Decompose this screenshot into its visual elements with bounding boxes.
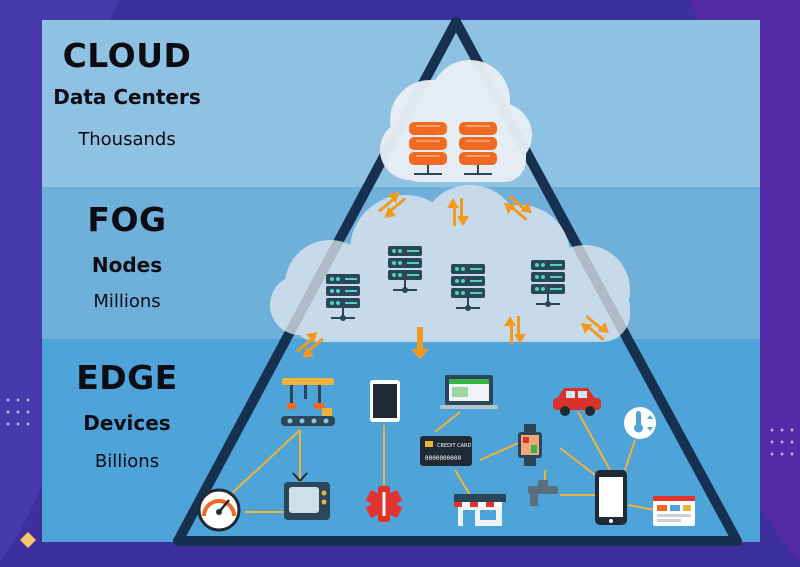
medical-star-of-life-icon	[366, 486, 402, 522]
sparkle-decoration	[20, 532, 36, 548]
fog-tier-count: Millions	[93, 291, 161, 312]
background-dots	[6, 398, 794, 456]
car-icon	[553, 388, 601, 416]
fog-tier-subtitle: Nodes	[91, 253, 163, 277]
cloud-tier-subtitle: Data Centers	[53, 85, 201, 109]
factory-robot-icon	[281, 378, 335, 426]
smartwatch-icon	[518, 424, 542, 466]
fog-tier-labels: FOG Nodes Millions	[42, 200, 212, 312]
dashboard-window-icon	[653, 496, 695, 526]
edge-tier-labels: EDGE Devices Billions	[42, 358, 212, 472]
background-wave-left	[0, 0, 120, 562]
smartphone-icon	[595, 470, 627, 525]
credit-card-reader-icon: CREDIT CARD 0000000000	[420, 436, 472, 466]
cloud-tier-count: Thousands	[78, 129, 176, 150]
laptop-icon	[440, 375, 498, 409]
store-shop-icon	[454, 494, 506, 526]
edge-tier-subtitle: Devices	[83, 411, 171, 435]
thermometer-icon	[624, 407, 656, 439]
edge-tier-count: Billions	[94, 451, 160, 472]
edge-tier-title: EDGE	[76, 358, 178, 397]
tablet-icon	[370, 380, 400, 422]
cloud-tier-title: CLOUD	[62, 36, 192, 75]
fog-tier-title: FOG	[87, 200, 167, 239]
cloud-tier-labels: CLOUD Data Centers Thousands	[42, 36, 212, 150]
credit-card-number: 0000000000	[425, 455, 462, 462]
water-faucet-icon	[528, 480, 558, 520]
television-icon	[284, 472, 330, 520]
credit-card-label: CREDIT CARD	[437, 443, 471, 449]
speedometer-gauge-icon	[197, 488, 241, 532]
